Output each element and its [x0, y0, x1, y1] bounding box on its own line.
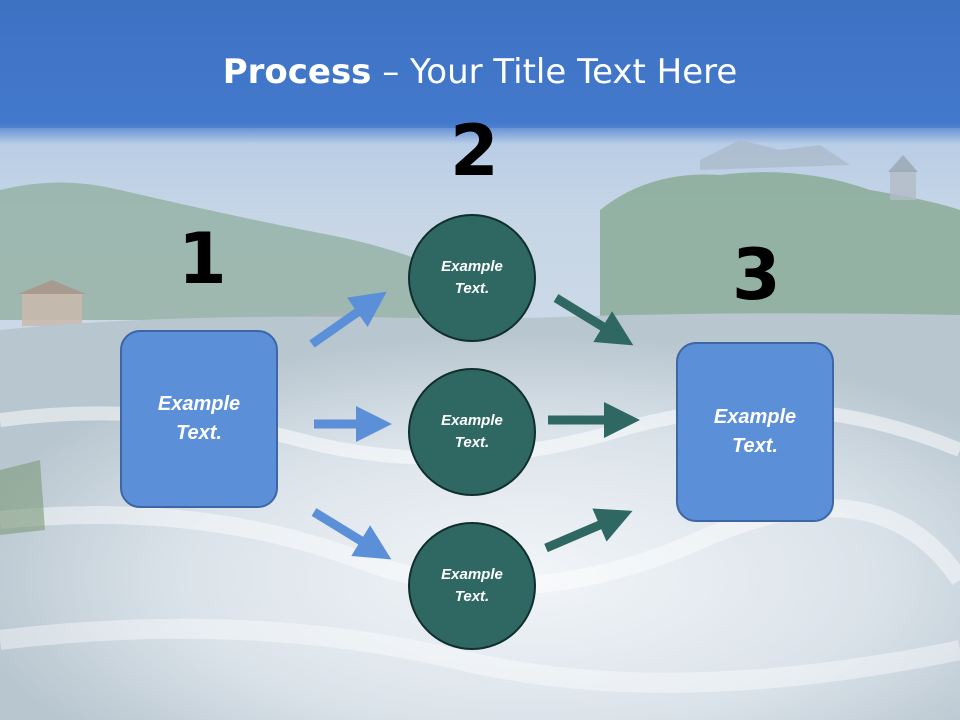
step-1-text-line2: Text.	[176, 422, 222, 444]
circle-bottom-line2: Text.	[454, 588, 490, 605]
step-number-1: 1	[178, 218, 227, 300]
step-3-text-line2: Text.	[732, 435, 778, 457]
arrow-1-to-top	[309, 291, 387, 348]
page-title: Process – Your Title Text Here	[0, 52, 960, 92]
title-rest: – Your Title Text Here	[371, 52, 738, 92]
circle-top-line2: Text.	[454, 280, 490, 297]
circle-top-line1: Example	[441, 257, 503, 275]
circle-bottom-line1: Example	[441, 565, 503, 583]
step-number-2: 2	[450, 110, 499, 192]
title-bold: Process	[222, 52, 372, 92]
arrow-top-to-3	[553, 294, 634, 346]
step-1-text-line1: Example	[157, 393, 241, 415]
step-3-text-line1: Example	[713, 406, 797, 428]
circle-middle-line2: Text.	[454, 434, 490, 451]
step-number-3: 3	[732, 234, 781, 316]
arrow-bottom-to-3	[544, 508, 633, 553]
arrow-1-to-bottom	[311, 508, 392, 560]
circle-middle-line1: Example	[441, 411, 503, 429]
